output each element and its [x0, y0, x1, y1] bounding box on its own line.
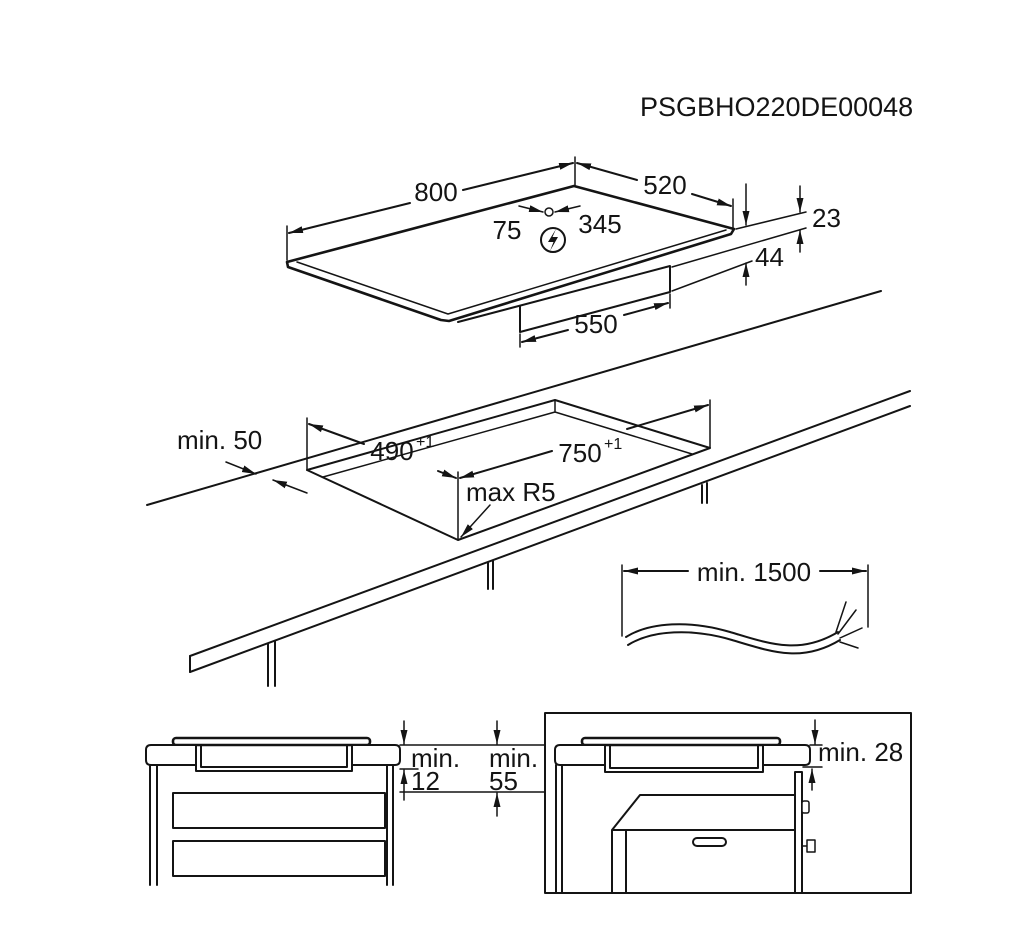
cabinet-leg-left: [267, 640, 276, 687]
cutout-depth-tolerance: +1: [416, 434, 434, 451]
lightning-in-circle-icon: [540, 227, 566, 253]
drawer-cabinet-section: min. 12 min. 55: [145, 720, 546, 886]
cutout-depth-line-a: [308, 423, 365, 445]
clearance-label: min. 28: [818, 737, 903, 767]
gap-min-label: min.: [411, 743, 460, 773]
cabinet-leg-right: [701, 482, 708, 504]
lightning-bolt-icon: [548, 229, 558, 251]
back-distance-arrow-b: [272, 479, 308, 494]
cutout-depth-label: 490: [370, 436, 413, 466]
connection-right-label: 345: [578, 209, 621, 239]
depth-min-label: min.: [489, 743, 538, 773]
back-distance-arrow-a: [225, 461, 257, 475]
countertop-left-piece: [554, 744, 606, 766]
hob-glass-bevel: [296, 229, 727, 315]
cutout-width-label: 750: [558, 438, 601, 468]
depth-dimension-line-b: [691, 193, 732, 207]
oven-body: [611, 794, 796, 893]
cutout-width-line-a: [459, 450, 553, 479]
side-fitting-upper: [801, 800, 810, 814]
hob-housing-section: [195, 744, 353, 772]
depth-value: 55: [489, 766, 518, 796]
countertop-back-edge: [146, 290, 882, 506]
countertop-right-piece: [351, 744, 401, 766]
width-dimension-line-b: [462, 162, 574, 191]
back-distance-label: min. 50: [177, 425, 262, 455]
corner-radius-arrow: [460, 504, 491, 538]
connection-left-label: 75: [493, 215, 522, 245]
width-dimension-line-a: [288, 202, 411, 234]
connection-point: [544, 207, 554, 217]
model-code: PSGBHO220DE00048: [640, 92, 913, 122]
cutout-inner-edges: [322, 399, 693, 478]
width-label: 800: [414, 177, 457, 207]
countertop-view: 490 +1 750 +1 max R5 min. 50: [146, 290, 911, 687]
hob-housing: [457, 265, 671, 333]
cutout-width-line-b: [626, 404, 709, 430]
height-extension-middle: [671, 227, 807, 268]
hob-view: 800 520 75 345 23 44 550: [285, 156, 841, 348]
cable-view: min. 1500: [621, 557, 869, 655]
countertop-left-piece: [145, 744, 197, 766]
cutout-outline: [306, 399, 711, 541]
cabinet-side-right: [794, 771, 803, 893]
cabinet-leg-middle: [487, 560, 494, 590]
power-cable: [625, 623, 841, 655]
hob-plate: [580, 736, 782, 747]
countertop-front-top-edge: [189, 390, 911, 657]
cabinet-side-left: [149, 764, 158, 886]
cabinet-side-left: [555, 764, 563, 893]
countertop-right-piece: [762, 744, 811, 766]
height-extension-bottom: [671, 260, 753, 292]
gap-value: 12: [411, 766, 440, 796]
corner-radius-label: max R5: [466, 477, 556, 507]
connection-right-arrow: [554, 205, 581, 213]
hob-plate: [171, 736, 372, 747]
height-extension-top: [735, 211, 807, 230]
cabinet-side-right: [386, 764, 394, 886]
housing-dimension-line-b: [623, 302, 669, 316]
depth-dimension-line-a: [576, 162, 638, 181]
housing-dimension-line-a: [521, 329, 569, 343]
housing-width-label: 550: [574, 309, 617, 339]
hob-glass-plate: [285, 184, 736, 323]
cable-wires: [835, 601, 863, 649]
countertop-front-bottom-edge: [189, 405, 911, 673]
cable-length-label: min. 1500: [697, 557, 811, 587]
oven-door-handle: [692, 837, 727, 847]
cutout-width-tolerance: +1: [604, 436, 622, 453]
cutout-depth-line-b: [437, 469, 457, 479]
side-fitting-lower: [801, 839, 816, 853]
drawer-front-lower: [172, 840, 386, 877]
dim-23-label: 23: [812, 203, 841, 233]
hob-housing-section: [604, 744, 764, 773]
oven-section-frame: [544, 712, 912, 894]
depth-label: 520: [643, 170, 686, 200]
drawer-front-upper: [172, 792, 386, 829]
dim-44-label: 44: [755, 242, 784, 272]
connection-left-arrow: [518, 205, 544, 213]
oven-cabinet-section: min. 28: [544, 712, 912, 894]
